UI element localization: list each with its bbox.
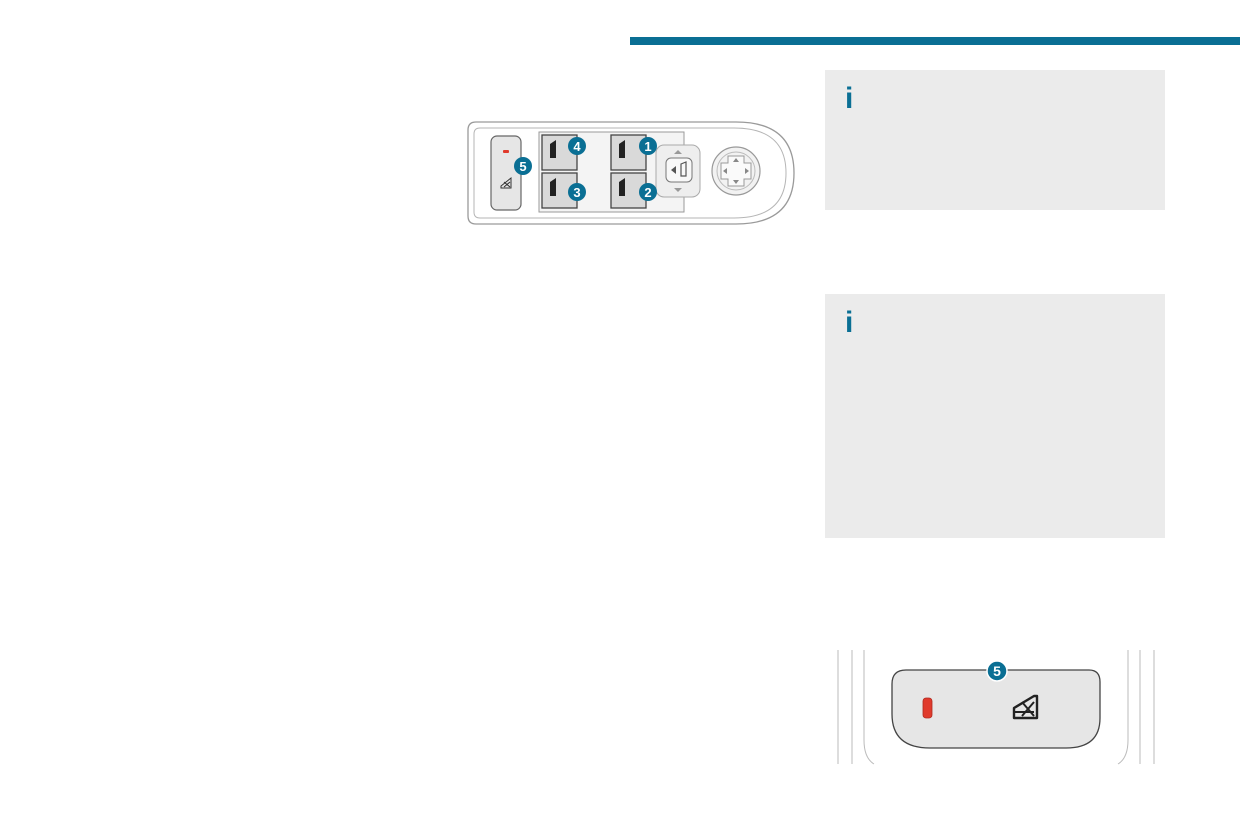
callout-4: 4 [568,137,586,155]
indicator-lamp-icon [922,697,933,719]
window-switch-rear-right [541,172,578,209]
callout-5: 5 [986,660,1008,682]
callout-3: 3 [568,183,586,201]
svg-text:5: 5 [993,663,1001,679]
callout-1: 1 [639,137,657,155]
child-lock-icon [500,176,512,189]
info-box-1: i [825,70,1165,210]
child-lock-detail-figure: 5 [834,650,1158,766]
svg-text:4: 4 [573,139,581,154]
window-switch-front-right [610,134,647,171]
svg-text:5: 5 [519,159,526,174]
svg-text:3: 3 [573,185,580,200]
callout-2: 2 [639,183,657,201]
mirror-adjust-icon [711,146,761,196]
callout-5: 5 [514,157,532,175]
child-lock-button [891,669,1101,749]
window-control-panel-illustration: 1 2 3 4 5 [467,121,795,225]
child-lock-detail-illustration: 5 [837,650,1155,765]
child-lock-icon [1012,694,1039,720]
mirror-selector-icon [655,144,701,198]
info-icon: i [845,306,854,339]
child-lock-button [490,135,522,211]
indicator-lamp-icon [503,150,509,153]
svg-text:1: 1 [644,139,651,154]
info-box-2: i [825,294,1165,538]
svg-text:2: 2 [644,185,651,200]
header-accent-bar [630,37,1240,45]
window-control-panel-figure: 1 2 3 4 5 [466,120,796,226]
info-icon: i [845,82,854,115]
